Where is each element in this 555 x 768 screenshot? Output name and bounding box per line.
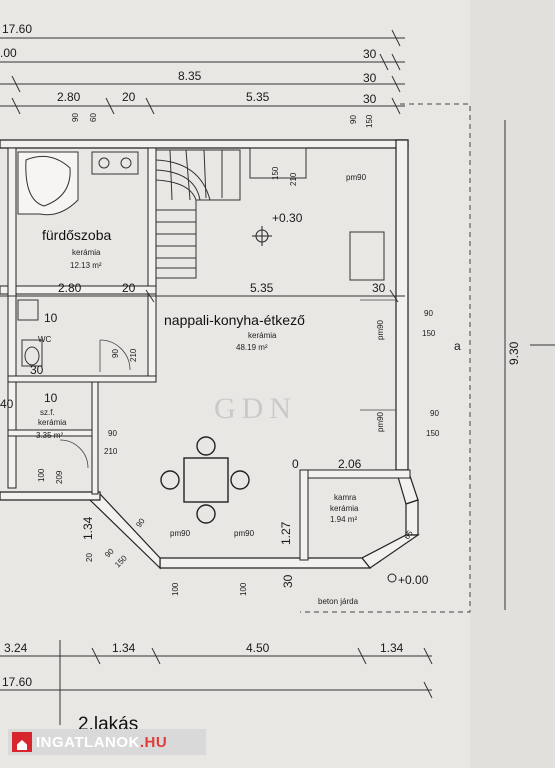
dim-bottom-324: 3.24 xyxy=(4,641,28,655)
opening-w4-b: 210 xyxy=(129,348,138,362)
room-storage-area: 1.94 m² xyxy=(330,515,357,524)
paper-shade xyxy=(470,0,555,768)
dim-top-280: 2.80 xyxy=(57,90,81,104)
label-beton-jarda: beton járda xyxy=(318,597,359,606)
opening-w6-b: 150 xyxy=(422,329,436,338)
watermark-gdn: GDN xyxy=(214,392,297,425)
level-marker xyxy=(252,226,397,583)
opening-d100b: 100 xyxy=(239,582,248,596)
room-wc-name: WC xyxy=(38,335,52,344)
ingatlanok-logo: INGATLANOK.HU xyxy=(8,729,206,755)
opening-w5-a: 90 xyxy=(108,429,117,438)
dim-storage-206: 2.06 xyxy=(338,457,362,471)
level-plus000: +0.00 xyxy=(398,573,429,587)
mid-dimension-line xyxy=(0,289,405,303)
opening-pm2: pm90 xyxy=(376,319,385,340)
room-sf-area: 3.35 m² xyxy=(36,431,63,440)
logo-text-suffix: .HU xyxy=(139,733,168,751)
room-sf-name: sz.f. xyxy=(40,408,55,417)
dim-right-930: 9.30 xyxy=(507,341,521,365)
dim-top-535: 5.35 xyxy=(246,90,270,104)
dim-bottom-1760: 17.60 xyxy=(2,675,32,689)
dim-top-1: 17.60 xyxy=(2,22,32,36)
opening-w2-b: 210 xyxy=(289,172,298,186)
logo-text-main: INGATLANOK xyxy=(36,733,140,751)
dining-table xyxy=(160,436,250,524)
opening-w3-a: 90 xyxy=(349,115,358,124)
kitchen-counter xyxy=(249,147,385,281)
dim-storage-0: 0 xyxy=(292,457,299,471)
opening-pm4: pm90 xyxy=(170,529,191,538)
room-living-material: kerámia xyxy=(248,331,277,340)
room-storage-material: kerámia xyxy=(330,504,359,513)
opening-w2-a: 150 xyxy=(271,166,280,180)
opening-w7-b: 150 xyxy=(426,429,440,438)
dim-left-40: 40 xyxy=(0,397,14,411)
opening-pm5: pm90 xyxy=(234,529,255,538)
dim-left-30: 30 xyxy=(30,363,44,377)
terrace-outline xyxy=(300,103,471,613)
dim-bottom-450: 4.50 xyxy=(246,641,270,655)
door-swings xyxy=(59,299,396,469)
dim-bottom-134b: 1.34 xyxy=(380,641,404,655)
room-bath-material: kerámia xyxy=(72,248,101,257)
opening-w8-b: 209 xyxy=(55,470,64,484)
wc-fixture xyxy=(17,299,43,367)
room-bath-area: 12.13 m² xyxy=(70,261,102,270)
bottom-dimension-lines xyxy=(0,640,433,725)
opening-w3-b: 150 xyxy=(365,114,374,128)
dim-mid-280: 2.80 xyxy=(58,281,82,295)
level-plus030: +0.30 xyxy=(272,211,303,225)
opening-w4-a: 90 xyxy=(111,349,120,358)
dim-bottom-134a: 1.34 xyxy=(112,641,136,655)
opening-w1-a: 90 xyxy=(71,113,80,122)
opening-w1-b: 60 xyxy=(89,113,98,122)
opening-d20: 20 xyxy=(85,553,94,562)
opening-pm1: pm90 xyxy=(346,173,367,182)
dim-left-10a: 10 xyxy=(44,311,58,325)
interior-walls xyxy=(0,147,411,561)
dim-top-30c: 30 xyxy=(363,92,377,106)
right-dimension-line xyxy=(504,120,555,610)
logo-text: INGATLANOK.HU xyxy=(36,734,167,751)
room-storage-name: kamra xyxy=(334,493,357,502)
dim-mid-30: 30 xyxy=(372,281,386,295)
opening-w6-a: 90 xyxy=(424,309,433,318)
staircase xyxy=(155,149,241,279)
dim-top-2: .00 xyxy=(0,46,17,60)
dim-mid-20: 20 xyxy=(122,281,136,295)
opening-w8-a: 100 xyxy=(37,468,46,482)
section-mark-a: a xyxy=(454,339,461,353)
room-living-name: nappali-konyha-étkező xyxy=(164,312,305,328)
dim-bottom-30: 30 xyxy=(281,574,295,588)
dim-top-30a: 30 xyxy=(363,47,377,61)
room-sf-material: kerámia xyxy=(38,418,67,427)
opening-pm3: pm90 xyxy=(376,411,385,432)
dim-mid-535: 5.35 xyxy=(250,281,274,295)
top-dimension-lines xyxy=(0,29,405,115)
dim-top-30b: 30 xyxy=(363,71,377,85)
dim-left-10b: 10 xyxy=(44,391,58,405)
opening-d100a: 100 xyxy=(171,582,180,596)
dim-left-134: 1.34 xyxy=(81,516,95,540)
washbasin xyxy=(91,151,139,175)
opening-w5-b: 210 xyxy=(104,447,118,456)
dim-storage-127: 1.27 xyxy=(279,521,293,545)
room-bath-name: fürdőszoba xyxy=(42,227,111,243)
dim-top-20: 20 xyxy=(122,90,136,104)
opening-w7-a: 90 xyxy=(430,409,439,418)
dim-top-3: 8.35 xyxy=(178,69,202,83)
house-icon xyxy=(12,732,32,752)
room-living-area: 48.19 m² xyxy=(236,343,268,352)
bathtub xyxy=(17,151,79,216)
